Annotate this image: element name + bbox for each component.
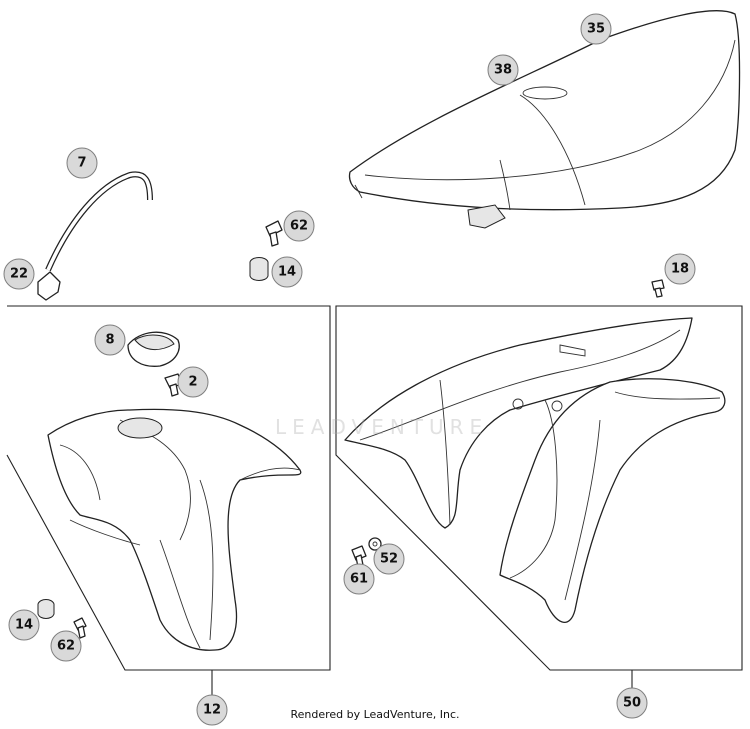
screw-18 (651, 279, 665, 298)
svg-text:62: 62 (290, 219, 308, 234)
screw-62-bottom (73, 617, 87, 639)
callout-12[interactable]: 12 (196, 694, 228, 726)
callout-2[interactable]: 2 (177, 366, 209, 398)
svg-text:8: 8 (105, 333, 114, 348)
screw-62-top (265, 220, 283, 247)
watermark-text: LEADVENTURE (275, 415, 489, 439)
svg-text:38: 38 (494, 63, 512, 78)
callout-50[interactable]: 50 (616, 687, 648, 719)
svg-text:12: 12 (203, 703, 221, 718)
svg-text:50: 50 (623, 696, 641, 711)
svg-text:52: 52 (380, 552, 398, 567)
callout-14-top[interactable]: 14 (271, 256, 303, 288)
callout-7[interactable]: 7 (66, 147, 98, 179)
fuel-hose (37, 171, 153, 301)
callout-52[interactable]: 52 (373, 543, 405, 575)
callout-62-top[interactable]: 62 (283, 210, 315, 242)
svg-text:18: 18 (671, 262, 689, 277)
svg-text:22: 22 (10, 267, 28, 282)
svg-text:62: 62 (57, 639, 75, 654)
callout-22[interactable]: 22 (3, 258, 35, 290)
svg-text:61: 61 (350, 572, 368, 587)
callout-62-bottom[interactable]: 62 (50, 630, 82, 662)
callout-38[interactable]: 38 (487, 54, 519, 86)
callout-61[interactable]: 61 (343, 563, 375, 595)
left-shroud (344, 317, 693, 529)
svg-text:35: 35 (587, 22, 605, 37)
render-credit: Rendered by LeadVenture, Inc. (290, 708, 460, 721)
fuel-tank (47, 408, 302, 651)
bushing-14-bottom (37, 599, 55, 619)
right-shroud (499, 378, 726, 623)
svg-text:14: 14 (278, 265, 296, 280)
fuel-cap (127, 331, 180, 367)
seat (348, 10, 741, 229)
washer-52 (368, 537, 382, 551)
svg-text:2: 2 (188, 375, 197, 390)
callout-8[interactable]: 8 (94, 324, 126, 356)
svg-text:14: 14 (15, 618, 33, 633)
shrouds-group-outline (335, 305, 743, 671)
callout-18[interactable]: 18 (664, 253, 696, 285)
tank-group-outline (6, 305, 331, 671)
bushing-14-top (249, 257, 269, 281)
callout-14-bottom[interactable]: 14 (8, 609, 40, 641)
svg-text:7: 7 (77, 156, 86, 171)
callout-35[interactable]: 35 (580, 13, 612, 45)
